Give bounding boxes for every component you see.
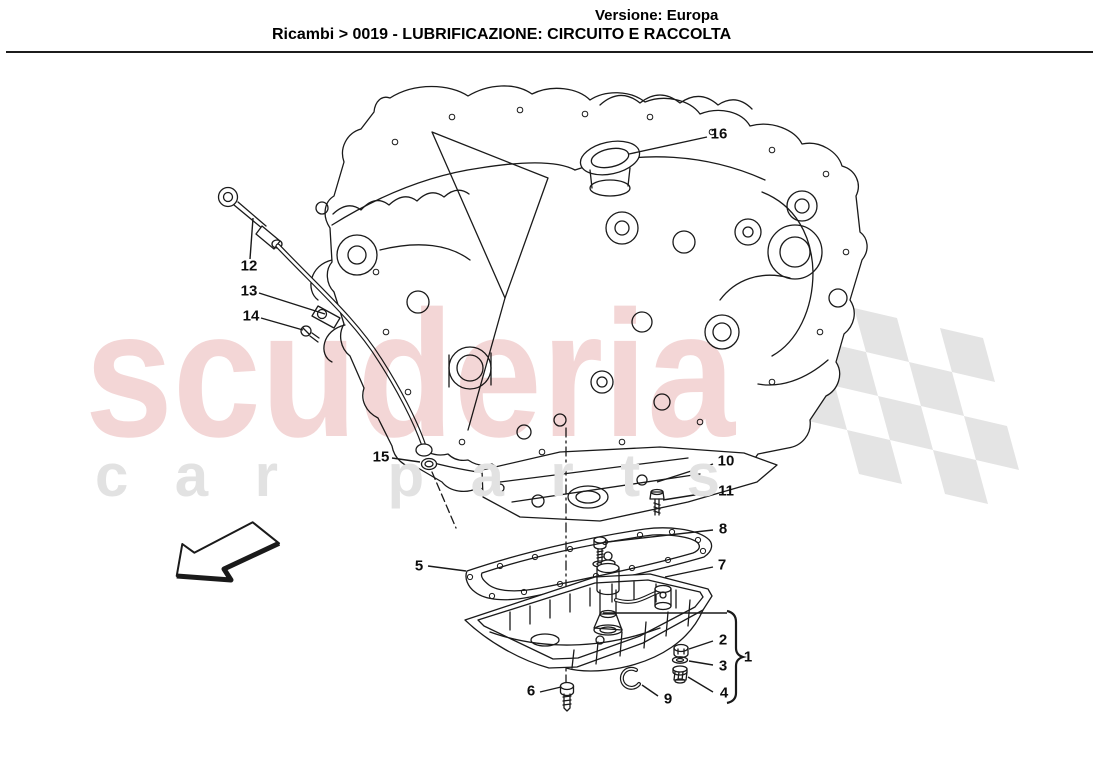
oil-pump bbox=[593, 551, 672, 636]
baffle-plate bbox=[481, 446, 778, 522]
direction-arrow-icon bbox=[175, 521, 281, 583]
watermark-tagline: car parts bbox=[95, 442, 720, 509]
callout-label: 13 bbox=[240, 282, 258, 300]
version-label: Versione: Europa bbox=[595, 7, 719, 24]
pan-bolt bbox=[559, 681, 575, 712]
drain-plug-stack bbox=[671, 643, 689, 684]
engine-drawing bbox=[217, 85, 868, 712]
baffle-bolt bbox=[649, 488, 665, 516]
callout-label: 1 bbox=[743, 648, 753, 666]
group-1-brace bbox=[726, 609, 747, 705]
oil-filler-cap bbox=[579, 140, 641, 197]
callout-label: 4 bbox=[719, 684, 729, 702]
callout-label: 15 bbox=[372, 448, 390, 466]
circlip bbox=[619, 666, 641, 690]
callout-label: 8 bbox=[718, 520, 728, 538]
callout-label: 16 bbox=[710, 125, 728, 143]
o-ring bbox=[420, 457, 438, 471]
callout-label: 12 bbox=[240, 257, 258, 275]
callout-label: 14 bbox=[242, 307, 260, 325]
dipstick bbox=[217, 186, 433, 457]
header-divider bbox=[6, 51, 1093, 53]
callout-label: 2 bbox=[718, 631, 728, 649]
callout-label: 11 bbox=[718, 482, 734, 500]
callout-label: 5 bbox=[414, 557, 424, 575]
breadcrumb: Ricambi > 0019 - LUBRIFICAZIONE: CIRCUIT… bbox=[272, 26, 732, 43]
callout-label: 7 bbox=[717, 556, 727, 574]
callout-label: 10 bbox=[717, 452, 735, 470]
watermark-brand: scuderia bbox=[85, 274, 737, 475]
leader-lines bbox=[249, 136, 747, 705]
callout-label: 6 bbox=[526, 682, 536, 700]
callout-label: 3 bbox=[718, 657, 728, 675]
oil-sump-pan bbox=[464, 573, 713, 672]
callout-label: 9 bbox=[663, 690, 673, 708]
